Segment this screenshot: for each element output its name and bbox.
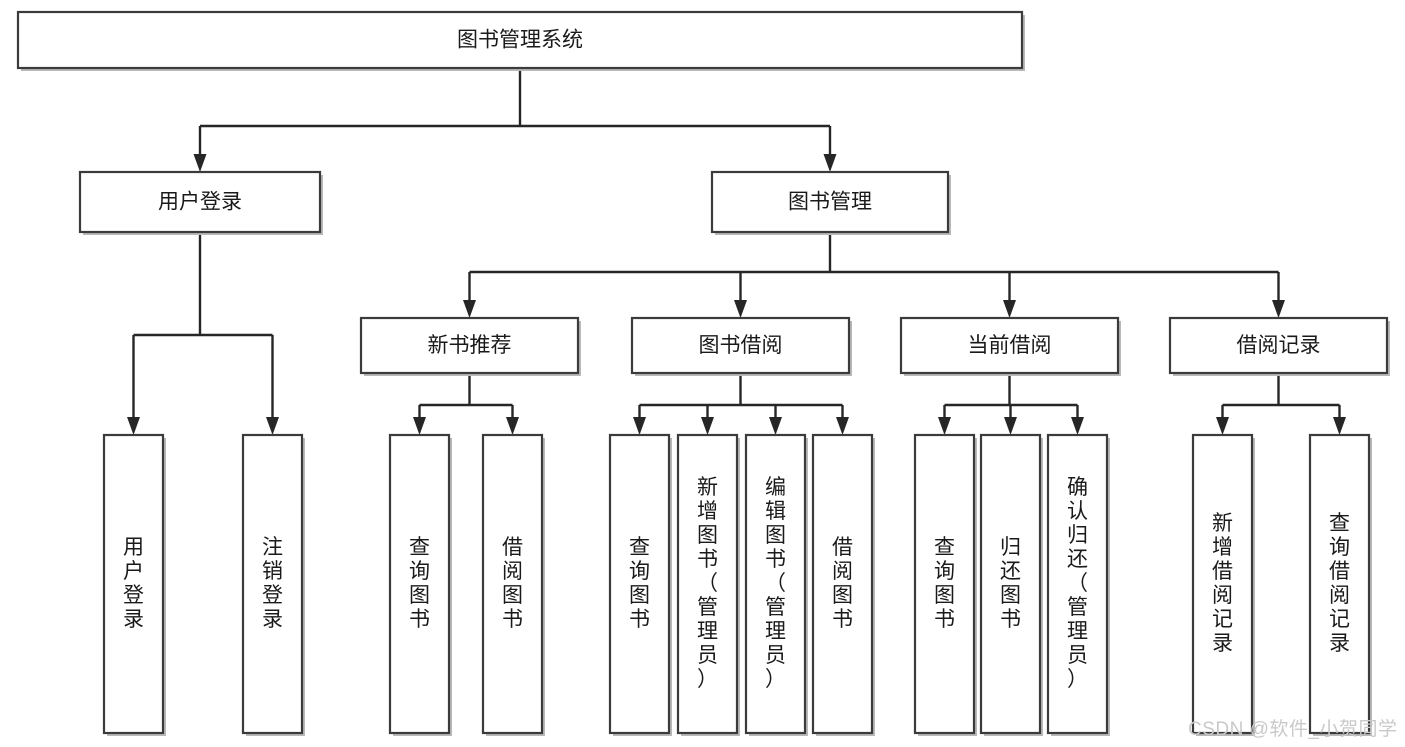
node-label: 借阅图书 — [502, 536, 523, 631]
node-login[interactable]: 用户登录 — [78, 170, 323, 235]
node-label: 新增图书（管理员） — [697, 476, 718, 691]
node-current[interactable]: 当前借阅 — [899, 316, 1121, 376]
edge-arrowhead — [734, 300, 747, 318]
edge-arrowhead — [1333, 417, 1346, 435]
node-op-cur-query[interactable]: 查询图书 — [913, 433, 977, 736]
node-label: 新增借阅记录 — [1212, 512, 1233, 655]
node-label: 用户登录 — [158, 191, 242, 214]
node-op-cur-return[interactable]: 归还图书 — [979, 433, 1043, 736]
node-box[interactable] — [241, 433, 304, 735]
edge-arrowhead — [823, 154, 837, 172]
edge-arrowhead — [633, 417, 646, 435]
node-box[interactable] — [913, 433, 976, 735]
edge-group-bookmgmt — [463, 232, 1285, 318]
node-op-rec-add[interactable]: 新增借阅记录 — [1191, 433, 1255, 736]
node-box[interactable] — [1046, 433, 1109, 735]
node-borrow[interactable]: 图书借阅 — [630, 316, 852, 376]
edge-arrowhead — [193, 154, 207, 172]
node-op-user-login[interactable]: 用户登录 — [102, 433, 166, 736]
node-label: 确认归还（管理员） — [1067, 476, 1088, 691]
node-op-borrow-edit[interactable]: 编辑图书（管理员） — [744, 433, 808, 736]
node-label: 用户登录 — [123, 536, 144, 631]
edge-layer — [127, 68, 1346, 435]
node-box[interactable] — [481, 433, 544, 735]
node-op-borrow-query[interactable]: 查询图书 — [608, 433, 672, 736]
node-root[interactable]: 图书管理系统 — [16, 10, 1025, 71]
node-op-borrow-add[interactable]: 新增图书（管理员） — [676, 433, 740, 736]
edge-arrowhead — [938, 417, 951, 435]
node-box[interactable] — [102, 433, 165, 735]
node-op-new-borrow[interactable]: 借阅图书 — [481, 433, 545, 736]
edge-arrowhead — [1216, 417, 1229, 435]
node-label: 查询图书 — [409, 536, 430, 631]
node-label: 注销登录 — [262, 536, 283, 631]
edge-group-login — [127, 232, 279, 435]
node-box[interactable] — [979, 433, 1042, 735]
node-label: 当前借阅 — [968, 334, 1052, 357]
edge-group-borrow — [633, 373, 849, 435]
node-label: 借阅图书 — [832, 536, 853, 631]
node-layer: 图书管理系统用户登录图书管理新书推荐图书借阅当前借阅借阅记录用户登录注销登录查询… — [16, 10, 1390, 736]
edge-arrowhead — [1071, 417, 1084, 435]
node-box[interactable] — [710, 170, 950, 234]
node-box[interactable] — [388, 433, 451, 735]
edge-group-root — [193, 68, 837, 172]
node-label: 查询借阅记录 — [1329, 512, 1350, 655]
node-label: 图书管理系统 — [457, 29, 583, 52]
node-box[interactable] — [744, 433, 807, 735]
edge-arrowhead — [836, 417, 849, 435]
node-box[interactable] — [16, 10, 1024, 70]
edge-group-newbook — [413, 373, 519, 435]
node-op-rec-query[interactable]: 查询借阅记录 — [1308, 433, 1372, 736]
node-box[interactable] — [676, 433, 739, 735]
node-label: 图书借阅 — [699, 334, 783, 357]
edge-arrowhead — [1272, 300, 1285, 318]
node-label: 查询图书 — [934, 536, 955, 631]
node-records[interactable]: 借阅记录 — [1168, 316, 1390, 376]
edge-arrowhead — [506, 417, 519, 435]
node-label: 查询图书 — [629, 536, 650, 631]
node-label: 新书推荐 — [428, 334, 512, 357]
node-box[interactable] — [1168, 316, 1389, 375]
node-op-cur-confirm[interactable]: 确认归还（管理员） — [1046, 433, 1110, 736]
node-op-borrow-lend[interactable]: 借阅图书 — [811, 433, 875, 736]
node-label: 借阅记录 — [1237, 334, 1321, 357]
node-op-user-logout[interactable]: 注销登录 — [241, 433, 305, 736]
node-bookmgmt[interactable]: 图书管理 — [710, 170, 951, 235]
edge-arrowhead — [463, 300, 476, 318]
edge-arrowhead — [1004, 417, 1017, 435]
node-box[interactable] — [630, 316, 851, 375]
edge-arrowhead — [266, 417, 279, 435]
node-box[interactable] — [811, 433, 874, 735]
edge-arrowhead — [127, 417, 140, 435]
node-box[interactable] — [1191, 433, 1254, 735]
node-op-new-query[interactable]: 查询图书 — [388, 433, 452, 736]
edge-arrowhead — [1003, 300, 1016, 318]
node-label: 图书管理 — [788, 191, 872, 214]
edge-arrowhead — [701, 417, 714, 435]
edge-arrowhead — [769, 417, 782, 435]
node-label: 归还图书 — [1000, 536, 1021, 631]
node-box[interactable] — [359, 316, 580, 375]
edge-group-current — [938, 373, 1084, 435]
edge-group-records — [1216, 373, 1346, 435]
node-box[interactable] — [608, 433, 671, 735]
node-box[interactable] — [1308, 433, 1371, 735]
node-label: 编辑图书（管理员） — [765, 476, 786, 691]
node-box[interactable] — [899, 316, 1120, 375]
node-box[interactable] — [78, 170, 322, 234]
node-newbook[interactable]: 新书推荐 — [359, 316, 581, 376]
edge-arrowhead — [413, 417, 426, 435]
